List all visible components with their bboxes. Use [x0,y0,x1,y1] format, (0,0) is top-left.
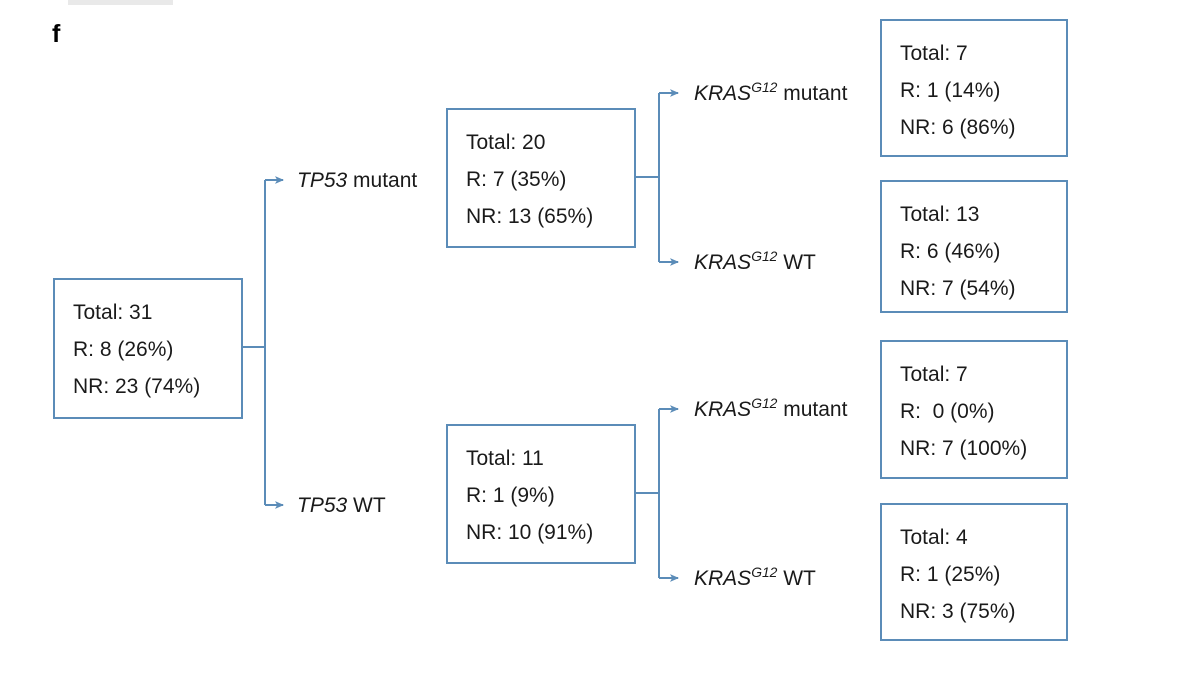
panel-letter: f [52,20,61,48]
node-total: Total: 7 [900,363,968,386]
node-non-responders: NR: 10 (91%) [466,521,594,544]
gene-name-kras: KRASG12 [694,79,778,105]
gene-name-tp53: TP53 [297,169,348,192]
kras-g12-mutant-top-leaf-box: Total: 7 R: 1 (14%) NR: 6 (86%) [880,19,1068,157]
gene-status: mutant [777,398,848,421]
branch-label-tp53-mutant: TP53 mutant [297,170,417,191]
branch-label-kras-g12-wt-bottom: KRASG12 WT [694,564,816,590]
gene-status: WT [777,251,816,274]
gene-status: mutant [777,82,848,105]
branch-label-kras-g12-mutant-top: KRASG12 mutant [694,79,848,105]
node-total: Total: 4 [900,526,968,549]
node-total: Total: 11 [466,447,544,470]
scan-artifact-strip [68,0,173,5]
branch-label-tp53-wt: TP53 WT [297,495,386,516]
gene-name-kras: KRASG12 [694,564,778,590]
gene-name-tp53: TP53 [297,494,348,517]
node-responders: R: 1 (9%) [466,484,555,507]
gene-superscript: G12 [751,395,778,411]
node-non-responders: NR: 7 (54%) [900,277,1016,300]
kras-g12-wt-bottom-leaf-box: Total: 4 R: 1 (25%) NR: 3 (75%) [880,503,1068,641]
gene-superscript: G12 [751,564,778,580]
kras-g12-mutant-bottom-leaf-box: Total: 7 R: 0 (0%) NR: 7 (100%) [880,340,1068,479]
node-responders: R: 1 (25%) [900,563,1001,586]
gene-status: WT [347,494,386,517]
gene-status: WT [777,567,816,590]
gene-superscript: G12 [751,79,778,95]
node-responders: R: 0 (0%) [900,400,995,423]
gene-status: mutant [347,169,418,192]
node-non-responders: NR: 13 (65%) [466,205,594,228]
node-responders: R: 1 (14%) [900,79,1001,102]
root-responders: R: 8 (26%) [73,338,174,361]
node-total: Total: 13 [900,203,980,226]
gene-name-kras: KRASG12 [694,248,778,274]
node-total: Total: 7 [900,42,968,65]
node-non-responders: NR: 6 (86%) [900,116,1016,139]
kras-g12-wt-top-leaf-box: Total: 13 R: 6 (46%) NR: 7 (54%) [880,180,1068,313]
root-node-box: Total: 31 R: 8 (26%) NR: 23 (74%) [53,278,243,419]
root-non-responders: NR: 23 (74%) [73,375,201,398]
root-total: Total: 31 [73,301,153,324]
gene-superscript: G12 [751,248,778,264]
gene-name-kras: KRASG12 [694,395,778,421]
node-non-responders: NR: 3 (75%) [900,600,1016,623]
node-non-responders: NR: 7 (100%) [900,437,1028,460]
node-total: Total: 20 [466,131,546,154]
branch-label-kras-g12-mutant-bottom: KRASG12 mutant [694,395,848,421]
tp53-mutant-node-box: Total: 20 R: 7 (35%) NR: 13 (65%) [446,108,636,248]
tp53-wt-node-box: Total: 11 R: 1 (9%) NR: 10 (91%) [446,424,636,564]
node-responders: R: 6 (46%) [900,240,1001,263]
branch-label-kras-g12-wt-top: KRASG12 WT [694,248,816,274]
node-responders: R: 7 (35%) [466,168,567,191]
